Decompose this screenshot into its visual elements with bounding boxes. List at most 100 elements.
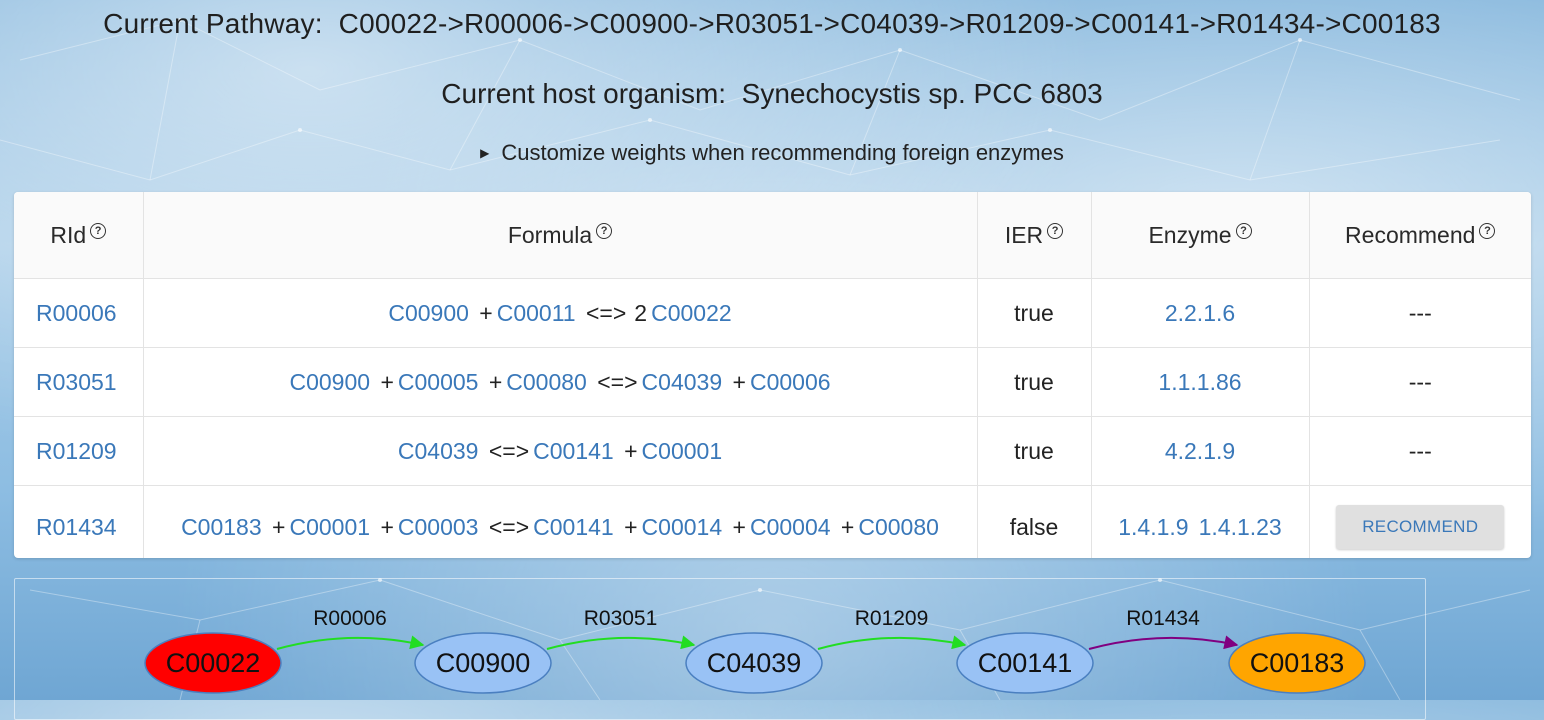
cell-formula: C00900 +C00005 +C00080 <=>C04039 +C00006 bbox=[143, 347, 978, 417]
compound-node[interactable]: C00141 bbox=[956, 632, 1094, 694]
compound-link[interactable]: C00005 bbox=[397, 368, 479, 395]
compound-link[interactable]: C00900 bbox=[289, 368, 371, 395]
compound-node[interactable]: C00183 bbox=[1228, 632, 1366, 694]
formula-operator: + bbox=[840, 513, 855, 540]
current-host-heading: Current host organism: Synechocystis sp.… bbox=[0, 78, 1544, 110]
recommend-placeholder: --- bbox=[1408, 368, 1432, 395]
pathway-value: C00022->R00006->C00900->R03051->C04039->… bbox=[338, 8, 1441, 39]
compound-link[interactable]: C00006 bbox=[749, 368, 831, 395]
compound-node-label: C00183 bbox=[1250, 648, 1345, 678]
cell-rid: R01434 bbox=[14, 485, 144, 558]
compound-link[interactable]: C00011 bbox=[496, 299, 576, 326]
customize-weights-toggle[interactable]: ▶ Customize weights when recommending for… bbox=[0, 140, 1544, 166]
cell-enzyme: 1.1.1.86 bbox=[1091, 347, 1310, 417]
formula-operator: + bbox=[624, 437, 638, 464]
compound-node-shape[interactable] bbox=[956, 632, 1094, 694]
reaction-edge-label: R03051 bbox=[584, 607, 658, 630]
cell-rid: R01209 bbox=[14, 416, 144, 486]
cell-formula: C04039 <=>C00141 +C00001 bbox=[143, 416, 978, 486]
compound-link[interactable]: C00080 bbox=[858, 513, 939, 540]
formula-operator: + bbox=[732, 368, 746, 395]
compound-node-shape[interactable] bbox=[685, 632, 823, 694]
enzyme-link[interactable]: 1.1.1.86 bbox=[1158, 368, 1242, 395]
cell-enzyme: 1.4.1.9 1.4.1.23 bbox=[1091, 485, 1310, 558]
cell-ier: true bbox=[977, 278, 1092, 348]
formula-operator: <=> bbox=[586, 299, 627, 326]
column-header-rid: RId? bbox=[14, 192, 144, 279]
column-header-ier: IER? bbox=[977, 192, 1092, 279]
compound-link[interactable]: C00141 bbox=[533, 437, 614, 464]
enzyme-link[interactable]: 1.4.1.23 bbox=[1198, 513, 1282, 540]
cell-recommend: RECOMMEND bbox=[1309, 486, 1531, 559]
column-header-formula: Formula? bbox=[143, 192, 978, 279]
question-circle-icon[interactable]: ? bbox=[1479, 222, 1496, 239]
reaction-edge[interactable] bbox=[817, 635, 967, 650]
recommend-placeholder: --- bbox=[1408, 299, 1432, 326]
reaction-id-link[interactable]: R03051 bbox=[36, 368, 117, 395]
cell-rid: R00006 bbox=[14, 278, 144, 348]
compound-node-shape[interactable] bbox=[144, 632, 282, 694]
compound-node[interactable]: C04039 bbox=[685, 632, 823, 694]
compound-link[interactable]: C00080 bbox=[506, 368, 587, 395]
host-value: Synechocystis sp. PCC 6803 bbox=[741, 78, 1103, 109]
compound-node-shape[interactable] bbox=[414, 632, 552, 694]
reaction-edge[interactable] bbox=[1088, 635, 1239, 650]
reaction-id-link[interactable]: R00006 bbox=[36, 299, 117, 326]
question-circle-icon[interactable]: ? bbox=[1235, 222, 1252, 239]
recommend-placeholder: --- bbox=[1408, 437, 1432, 464]
enzyme-link[interactable]: 4.2.1.9 bbox=[1164, 437, 1236, 464]
cell-ier: true bbox=[977, 347, 1092, 417]
compound-link[interactable]: C00001 bbox=[289, 513, 371, 540]
compound-link[interactable]: C04039 bbox=[641, 368, 723, 395]
table-header-row: RId? Formula? IER? Enzyme? Recommend? bbox=[14, 192, 1531, 279]
enzyme-link[interactable]: 1.4.1.9 bbox=[1118, 513, 1189, 540]
compound-link[interactable]: C00183 bbox=[181, 513, 262, 540]
compound-link[interactable]: C00001 bbox=[641, 437, 723, 464]
compound-node-label: C00900 bbox=[436, 648, 531, 678]
cell-recommend: --- bbox=[1309, 347, 1531, 417]
formula-operator: <=> bbox=[488, 513, 530, 540]
compound-node-shape[interactable] bbox=[1228, 632, 1366, 694]
compound-link[interactable]: C00014 bbox=[641, 513, 723, 540]
question-circle-icon[interactable]: ? bbox=[1047, 222, 1064, 239]
current-pathway-heading: Current Pathway: C00022->R00006->C00900-… bbox=[0, 8, 1544, 40]
question-circle-icon[interactable]: ? bbox=[596, 222, 613, 239]
compound-link[interactable]: C04039 bbox=[397, 437, 479, 464]
reaction-edge[interactable] bbox=[546, 635, 696, 650]
reaction-id-link[interactable]: R01209 bbox=[36, 437, 117, 464]
formula-operator: + bbox=[380, 513, 394, 540]
reaction-id-link[interactable]: R01434 bbox=[36, 513, 117, 540]
caret-right-icon: ▶ bbox=[480, 146, 490, 160]
compound-node-label: C00141 bbox=[978, 648, 1073, 678]
table-row: R03051 C00900 +C00005 +C00080 <=>C04039 +… bbox=[14, 347, 1531, 417]
cell-ier: true bbox=[977, 416, 1092, 486]
compound-link[interactable]: C00900 bbox=[388, 299, 469, 326]
cell-ier: false bbox=[977, 485, 1092, 558]
cell-formula: C00183 +C00001 +C00003 <=>C00141 +C00014… bbox=[143, 485, 978, 558]
customize-weights-label: Customize weights when recommending fore… bbox=[501, 140, 1064, 165]
reaction-table: RId? Formula? IER? Enzyme? Recommend? R0… bbox=[14, 192, 1531, 558]
compound-link[interactable]: C00022 bbox=[651, 299, 732, 326]
cell-enzyme: 2.2.1.6 bbox=[1091, 278, 1310, 348]
enzyme-link[interactable]: 2.2.1.6 bbox=[1164, 299, 1236, 326]
compound-node-label: C00022 bbox=[166, 648, 261, 678]
recommend-button[interactable]: RECOMMEND bbox=[1336, 505, 1505, 549]
compound-link[interactable]: C00003 bbox=[397, 513, 479, 540]
formula-operator: + bbox=[488, 368, 503, 395]
formula-operator: + bbox=[380, 368, 394, 395]
host-label: Current host organism: bbox=[441, 78, 727, 109]
compound-node-label: C04039 bbox=[707, 648, 802, 678]
formula-operator: + bbox=[272, 513, 286, 540]
question-circle-icon[interactable]: ? bbox=[90, 222, 107, 239]
pathway-label: Current Pathway: bbox=[103, 8, 323, 39]
compound-link[interactable]: C00004 bbox=[749, 513, 831, 540]
reaction-edge[interactable] bbox=[276, 635, 425, 650]
compound-node[interactable]: C00900 bbox=[414, 632, 552, 694]
compound-link[interactable]: C00141 bbox=[533, 513, 614, 540]
compound-node[interactable]: C00022 bbox=[144, 632, 282, 694]
formula-operator: <=> bbox=[488, 437, 530, 464]
